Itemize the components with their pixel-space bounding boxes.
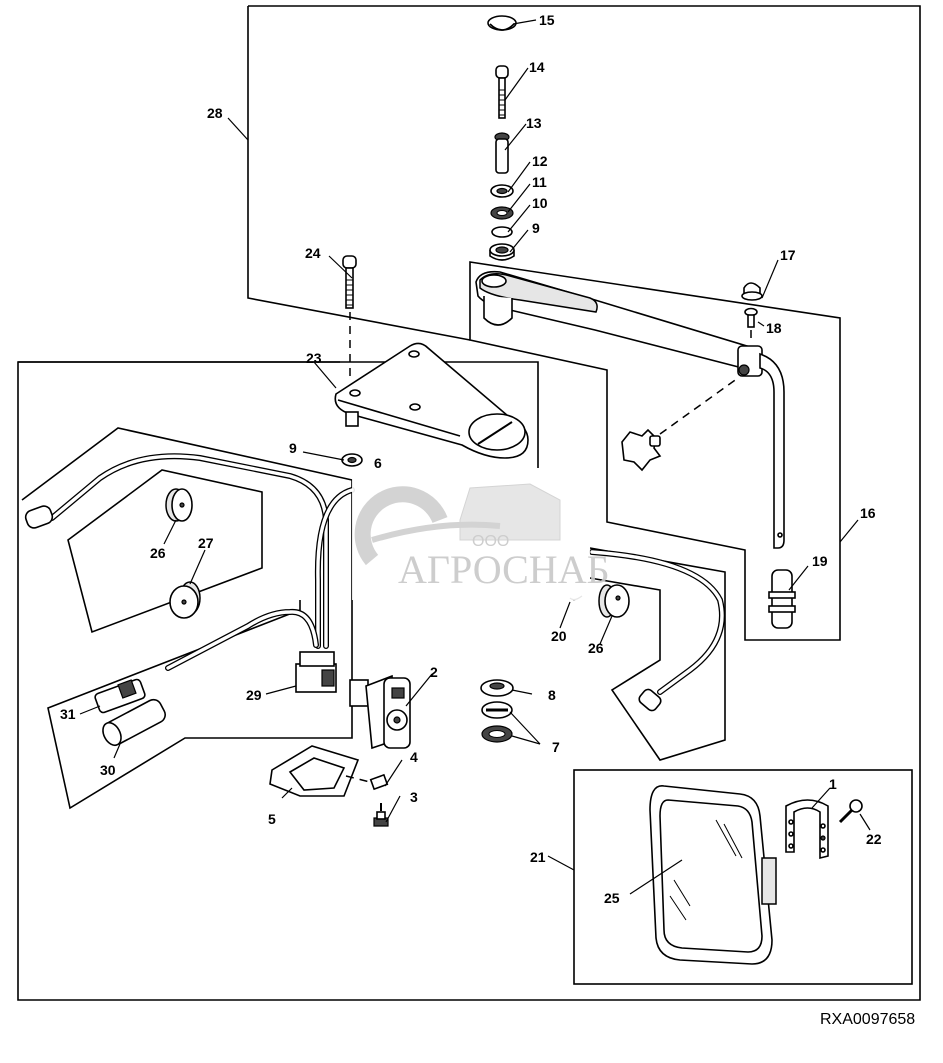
callout-2: 2 [430, 664, 438, 680]
harness-frame-left [18, 361, 539, 468]
callout-27: 27 [198, 535, 214, 551]
assembly-line-knob [659, 377, 739, 435]
part-30-connector [102, 698, 166, 747]
callout-23: 23 [306, 350, 322, 366]
callout-26-left: 26 [150, 545, 166, 561]
callout-16: 16 [860, 505, 876, 521]
part-2-switch [349, 674, 411, 750]
wiring-harness [24, 453, 725, 712]
watermark-gear-icon [354, 486, 448, 566]
callout-30: 30 [100, 762, 116, 778]
grommet-frame-left [67, 469, 263, 634]
watermark-combine-icon [459, 483, 561, 541]
callout-10: 10 [532, 195, 548, 211]
watermark-name: АГРОСНАБ [398, 547, 610, 592]
watermark-prefix: ООО [472, 533, 509, 550]
callout-12: 12 [532, 153, 548, 169]
callout-6: 6 [374, 455, 382, 471]
part-10-washer [491, 226, 513, 238]
part-9-bushing-top [489, 243, 515, 261]
leader-lines [79, 19, 871, 895]
part-26-grommet-left [165, 488, 193, 522]
adjustment-knob [621, 428, 662, 472]
callout-9-top: 9 [532, 220, 540, 236]
part-8-grommet [480, 679, 514, 697]
part-14-cap-screw [495, 65, 509, 119]
harness-frame-right [589, 547, 726, 761]
callout-29: 29 [246, 687, 262, 703]
callout-28: 28 [207, 105, 223, 121]
callout-3: 3 [410, 789, 418, 805]
figure-id: RXA0097658 [820, 1011, 915, 1028]
part-21-mirror-head [649, 785, 777, 965]
part-17-cap-nut [741, 282, 763, 301]
callout-labels: 15 14 13 12 11 10 9 28 24 23 17 18 16 19… [60, 12, 882, 906]
group-16-frame [469, 261, 841, 641]
callout-21: 21 [530, 849, 546, 865]
part-16-mirror-arm [475, 270, 785, 549]
callout-1: 1 [829, 776, 837, 792]
part-7-washer-lower [481, 725, 513, 743]
callout-25: 25 [604, 890, 620, 906]
callout-19: 19 [812, 553, 828, 569]
watermark: ООО АГРОСНАБ [352, 470, 610, 600]
part-19-mirror-mount [768, 569, 796, 629]
callout-24: 24 [305, 245, 321, 261]
callout-4: 4 [410, 749, 418, 765]
callout-5: 5 [268, 811, 276, 827]
part-31-connector [94, 678, 146, 714]
part-13-sleeve [494, 132, 510, 174]
callout-18: 18 [766, 320, 782, 336]
assembly-line-5 [345, 775, 371, 783]
callout-20: 20 [551, 628, 567, 644]
part-9-bushing-lower [341, 453, 363, 467]
part-15-cap [487, 15, 517, 31]
part-23-mounting-bracket [334, 342, 529, 459]
part-1-bracket [785, 799, 829, 860]
callout-26-right: 26 [588, 640, 604, 656]
part-7-washer-upper [481, 701, 513, 719]
callout-15: 15 [539, 12, 555, 28]
callout-14: 14 [529, 59, 545, 75]
callout-31: 31 [60, 706, 76, 722]
part-12-washer [490, 184, 514, 198]
part-4-clip-nut [369, 773, 389, 791]
callout-17: 17 [780, 247, 796, 263]
part-11-bearing-washer [490, 206, 514, 220]
callout-8: 8 [548, 687, 556, 703]
part-24-cap-screw [342, 255, 357, 309]
part-27-grommet [169, 581, 201, 619]
part-3-screw [373, 803, 389, 827]
callout-22: 22 [866, 831, 882, 847]
callout-13: 13 [526, 115, 542, 131]
part-29-connector [295, 651, 337, 693]
callout-11: 11 [532, 174, 547, 190]
part-5-bezel [269, 745, 360, 797]
callout-9-lower: 9 [289, 440, 297, 456]
callout-7: 7 [552, 739, 560, 755]
part-22-screw [838, 799, 863, 824]
group-28-frame [247, 6, 471, 341]
part-18-screw [744, 307, 758, 328]
part-25-mirror-glass [669, 819, 743, 921]
part-26-grommet-right [598, 584, 630, 618]
group-21-frame [573, 769, 913, 985]
